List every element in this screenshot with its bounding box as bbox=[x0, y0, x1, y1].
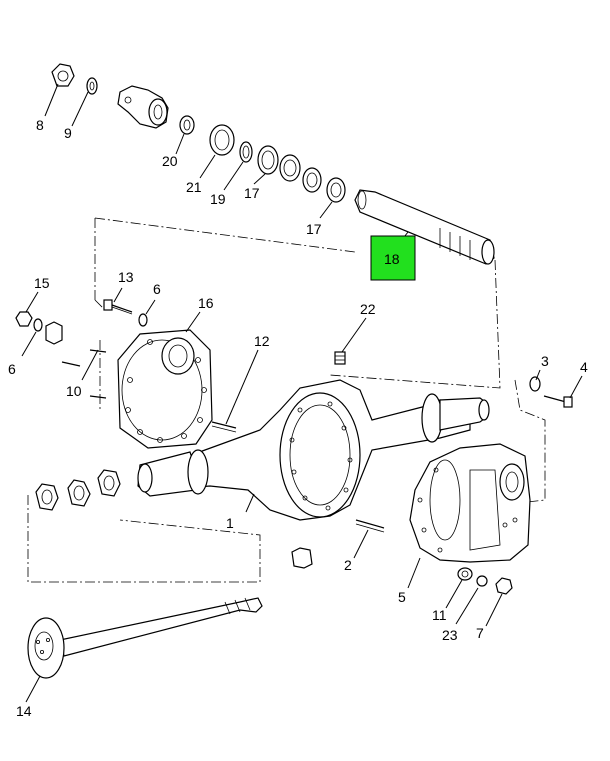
nut-7-part[interactable] bbox=[495, 577, 513, 595]
callout-13[interactable]: 13 bbox=[118, 269, 134, 285]
callout-14[interactable]: 14 bbox=[16, 703, 32, 719]
callout-6a[interactable]: 6 bbox=[8, 361, 16, 377]
callout-10[interactable]: 10 bbox=[66, 383, 82, 399]
carrier-5-part[interactable] bbox=[409, 443, 531, 563]
hub-nuts bbox=[35, 469, 121, 511]
callout-17b[interactable]: 17 bbox=[306, 221, 322, 237]
callout-1[interactable]: 1 bbox=[226, 515, 234, 531]
flange-16-part[interactable] bbox=[117, 329, 213, 449]
bolt-13-part[interactable] bbox=[103, 299, 133, 315]
callout-8[interactable]: 8 bbox=[36, 117, 44, 133]
callout-20[interactable]: 20 bbox=[162, 153, 178, 169]
nut-15-part[interactable] bbox=[15, 311, 33, 327]
callout-5[interactable]: 5 bbox=[398, 589, 406, 605]
callout-15[interactable]: 15 bbox=[34, 275, 50, 291]
callout-17a[interactable]: 17 bbox=[244, 185, 260, 201]
bolt-4-part[interactable] bbox=[543, 395, 573, 408]
nut-8-part[interactable] bbox=[51, 63, 75, 87]
callout-3[interactable]: 3 bbox=[541, 353, 549, 369]
callout-23[interactable]: 23 bbox=[442, 627, 458, 643]
stud-2-part[interactable] bbox=[355, 519, 385, 533]
shaft-18-part[interactable] bbox=[354, 189, 495, 265]
pinion-assembly bbox=[51, 63, 495, 265]
lock-washer-part[interactable] bbox=[67, 479, 91, 507]
bearing-cone-part[interactable] bbox=[279, 154, 301, 182]
callout-22[interactable]: 22 bbox=[360, 301, 376, 317]
callout-18[interactable]: 18 bbox=[384, 251, 400, 267]
washer-6a-part[interactable] bbox=[33, 318, 43, 332]
callout-4[interactable]: 4 bbox=[580, 359, 588, 375]
leader-lines bbox=[21, 83, 583, 703]
callout-11[interactable]: 11 bbox=[432, 607, 447, 623]
callout-6b[interactable]: 6 bbox=[153, 281, 161, 297]
drain-plug-part[interactable] bbox=[291, 547, 313, 569]
callout-12[interactable]: 12 bbox=[254, 333, 270, 349]
yoke-part[interactable] bbox=[117, 85, 169, 129]
bearing-cup-17a-part[interactable] bbox=[257, 145, 279, 175]
callout-2[interactable]: 2 bbox=[344, 557, 352, 573]
axle-shaft-14-part[interactable] bbox=[27, 597, 263, 679]
breather-22-part[interactable] bbox=[334, 351, 346, 365]
left-fasteners bbox=[15, 299, 148, 399]
washer-3-part[interactable] bbox=[529, 376, 541, 392]
seal-21-part[interactable] bbox=[209, 124, 235, 156]
callout-16[interactable]: 16 bbox=[198, 295, 214, 311]
callout-21[interactable]: 21 bbox=[186, 179, 202, 195]
adjusting-nut-part[interactable] bbox=[97, 469, 121, 497]
spacer-part[interactable] bbox=[302, 167, 322, 193]
callout-19[interactable]: 19 bbox=[210, 191, 226, 207]
seal-20-part[interactable] bbox=[179, 115, 195, 135]
callout-7[interactable]: 7 bbox=[476, 625, 484, 641]
washer-11-part[interactable] bbox=[457, 567, 473, 581]
highlight-box-18 bbox=[370, 235, 416, 281]
callout-labels: 8 9 20 21 19 17 17 18 13 6 15 6 10 16 12… bbox=[8, 117, 588, 719]
washer-6b-part[interactable] bbox=[138, 313, 148, 327]
washer-9-part[interactable] bbox=[86, 77, 98, 95]
ring-19-part[interactable] bbox=[239, 141, 253, 163]
bearing-cup-17b-part[interactable] bbox=[326, 177, 346, 203]
axle-housing-1-part[interactable] bbox=[137, 379, 490, 521]
callout-9[interactable]: 9 bbox=[64, 125, 72, 141]
spacer-left-part[interactable] bbox=[45, 321, 63, 345]
washer-23-part[interactable] bbox=[476, 575, 488, 587]
lock-nut-part[interactable] bbox=[35, 483, 59, 511]
